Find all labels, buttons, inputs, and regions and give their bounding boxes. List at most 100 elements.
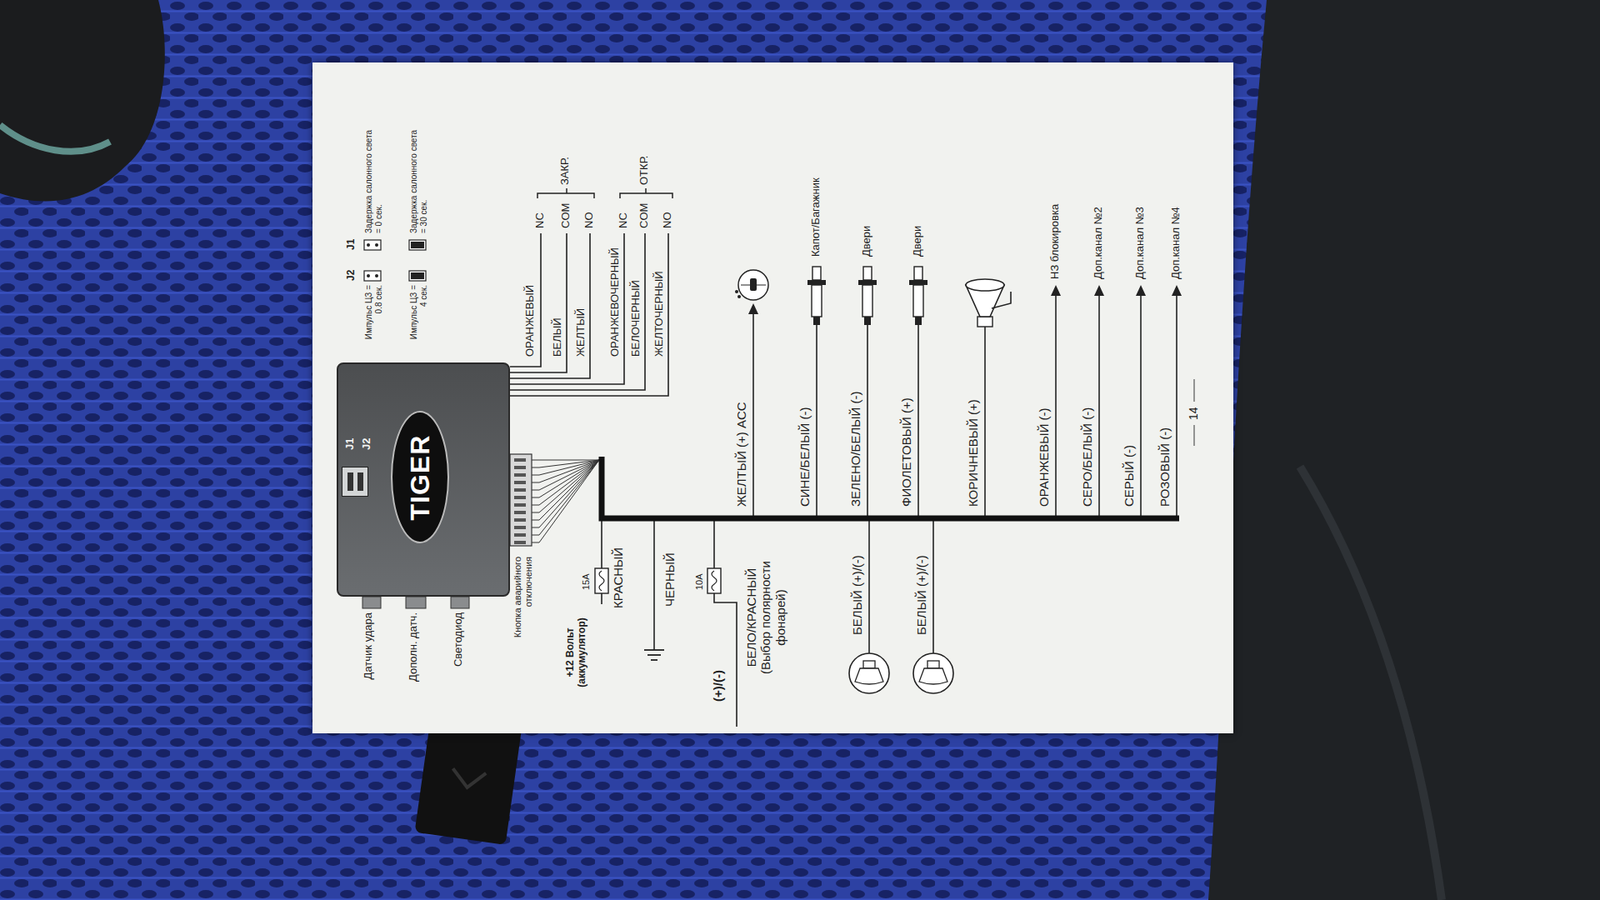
wire: [815, 325, 818, 516]
label-text: COM: [560, 203, 573, 229]
lamp-symbol: [863, 660, 875, 669]
ignition-switch-symbol: [735, 290, 739, 294]
bracket: [537, 188, 595, 199]
wire: [1140, 295, 1142, 516]
door-pin-switch: [811, 285, 822, 317]
jumper-icon: [375, 274, 379, 278]
wire: [510, 233, 567, 373]
harness-wire: [531, 460, 600, 513]
label-text: Доп.канал №4: [1170, 206, 1183, 280]
plug-pin: [514, 458, 526, 462]
label-text: ЖЕЛТЫЙ (+) ACC: [734, 401, 749, 507]
plug-pin: [514, 525, 526, 530]
fuse-symbol: [595, 568, 609, 594]
jumper-icon: [410, 272, 425, 280]
siren-symbol: [965, 279, 1005, 291]
lamp-symbol: [927, 660, 940, 669]
jumper-icon: [409, 270, 426, 281]
label-text: ЗЕЛЕНО/БЕЛЫЙ (-): [848, 391, 863, 508]
label-text: БЕЛЫЙ (+)/(-): [914, 555, 929, 635]
unit-connector-tab: [405, 596, 426, 609]
jumper-icon: [366, 243, 370, 247]
label-text: НЗ блокировка: [1049, 204, 1062, 280]
harness-wire: [531, 460, 600, 498]
jumper-graphic: [341, 466, 369, 497]
wire: [866, 325, 869, 516]
jumper-name: J2: [358, 438, 375, 450]
harness-wire: [531, 460, 600, 483]
plug-pin: [514, 465, 526, 470]
label-text: ЖЕЛТЫЙ: [575, 308, 588, 357]
label-text: СЕРЫЙ (-): [1121, 445, 1136, 507]
label-text: Импульс ЦЗ = 0.8 сек.: [364, 285, 384, 344]
wire: [932, 520, 935, 654]
arrow-head: [1050, 285, 1061, 296]
jumper-icon: [366, 274, 370, 278]
ground-symbol: [650, 659, 658, 661]
label-text: NC: [534, 212, 547, 229]
label-text: Импульс ЦЗ = 4 сек.: [409, 285, 429, 344]
door-pin-switch: [807, 266, 826, 325]
harness-wire: [531, 460, 600, 505]
door-pin-switch: [915, 316, 922, 325]
label-text: 14: [1186, 406, 1200, 420]
label-text: БЕЛЫЙ: [551, 317, 565, 357]
arrow-head: [1171, 285, 1182, 296]
ground-symbol: [644, 650, 665, 660]
plug-pin: [514, 518, 526, 522]
brand-logo: TIGER: [405, 435, 436, 521]
harness-wire: [531, 460, 600, 468]
label-text: (+)/(-): [710, 670, 725, 702]
label-text: РОЗОВЫЙ (-): [1157, 427, 1172, 507]
wire: [1175, 295, 1178, 516]
ground-symbol: [647, 654, 661, 656]
label-text: ОТКР.: [638, 155, 651, 185]
arrow-head: [1094, 285, 1105, 296]
jumper-icon: [364, 270, 381, 281]
wire: [868, 520, 870, 654]
label-text: 10A: [694, 573, 705, 590]
harness-wire: [531, 460, 600, 543]
arrow-head: [1135, 285, 1146, 296]
label-text: ЗАКР.: [559, 156, 572, 185]
label-text: БЕЛЫЙ (+)/(-): [850, 555, 865, 635]
door-pin-switch: [807, 280, 826, 285]
seam: [1300, 466, 1442, 900]
door-pin-switch: [807, 266, 928, 325]
manual-page: TIGERJ1J2Датчик удараДополн. датч.Светод…: [312, 62, 1234, 734]
jumper-names: J1J2: [341, 438, 375, 450]
label-text: Задержка салонного света = 30 сек.: [409, 125, 429, 234]
ignition-switch-symbol: [735, 270, 769, 300]
door-pin-switch: [862, 285, 873, 317]
label-text: Доп.канал №2: [1092, 206, 1105, 280]
label-text: ЖЕЛТОЧЕРНЫЙ: [653, 270, 666, 357]
siren-symbol: [991, 291, 1011, 309]
label-text: Светодиод: [452, 612, 465, 667]
door-pin-switch: [864, 316, 871, 325]
label-text: ОРАНЖЕВЫЙ (-): [1036, 407, 1051, 507]
logo-ellipse: TIGER: [390, 411, 450, 545]
ignition-switch-symbol: [738, 270, 769, 300]
harness-wire: [531, 460, 600, 535]
ground-symbol: [644, 649, 665, 651]
arrow-head: [748, 303, 759, 315]
fuse-symbol: [599, 570, 605, 591]
lamp-symbol: [913, 653, 954, 694]
jumper-icon: [375, 243, 379, 247]
jumper-pin: [357, 472, 364, 491]
harness-plug: [510, 454, 532, 546]
wire: [917, 325, 920, 516]
door-pin-switch: [812, 266, 821, 280]
plastic-clip: [450, 768, 486, 790]
jumper-icon: [364, 240, 426, 281]
label-text: +12 Вольт (аккумулятор): [565, 609, 589, 696]
ignition-switch-symbol: [737, 295, 741, 299]
page-number-dash: [1193, 425, 1195, 446]
harness-wire: [531, 460, 600, 528]
door-pin-switch: [913, 285, 924, 317]
lamp-symbol: [849, 653, 890, 694]
label-text: Дополн. датч.: [407, 612, 420, 682]
plug-pin: [514, 495, 526, 500]
label-text: Двери: [860, 225, 874, 257]
jumper-icon: [364, 240, 381, 250]
